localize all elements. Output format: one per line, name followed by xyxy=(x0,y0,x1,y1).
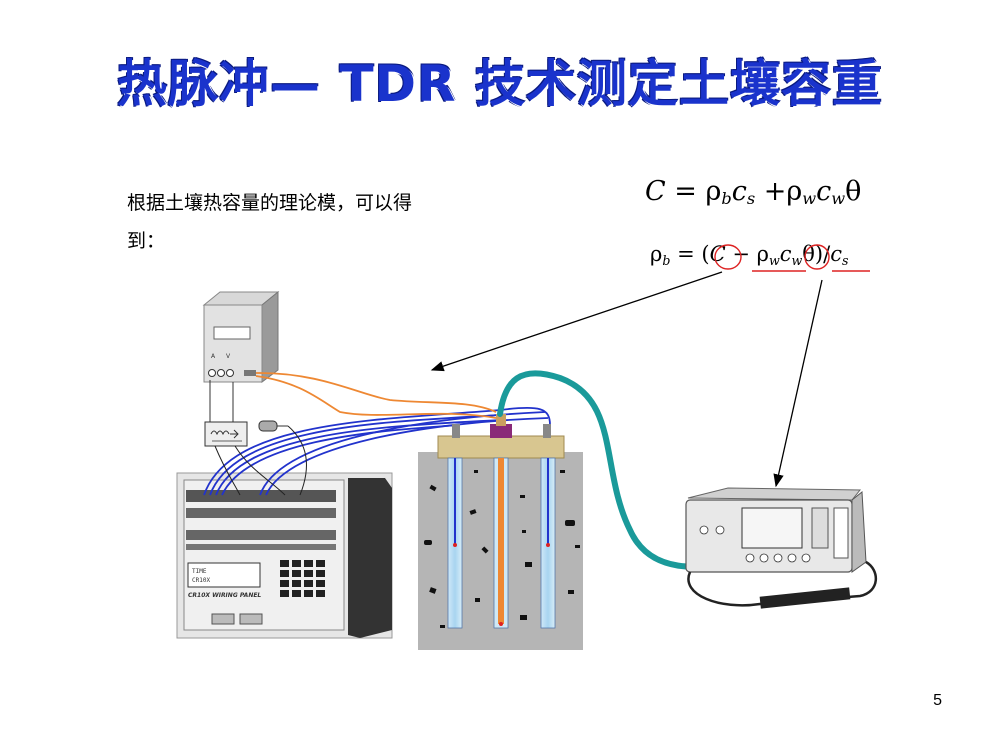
page-number: 5 xyxy=(933,692,942,709)
power-plug xyxy=(244,370,256,376)
wires-black xyxy=(214,425,307,496)
tdr-cable-tester xyxy=(685,487,877,609)
datalogger-keypad xyxy=(280,560,325,597)
tdr-handle xyxy=(687,560,877,607)
equation-bulk-density: ρb = (C − ρwcwθ)/cs xyxy=(650,242,849,268)
wires-orange xyxy=(255,372,497,419)
terminal-strip-4 xyxy=(186,544,336,550)
heater-wire xyxy=(498,458,504,624)
tdr-screen xyxy=(741,507,803,549)
terminal-strip-2 xyxy=(186,508,336,518)
terminal-strip-3 xyxy=(186,530,336,540)
slide-title: 热脉冲— TDR 技术测定土壤容重 xyxy=(117,55,883,113)
arrow-to-tdr xyxy=(773,279,823,488)
equation-highlights xyxy=(714,244,870,272)
coax-cable xyxy=(497,370,748,570)
power-label-v: V xyxy=(226,353,231,360)
highlight-circle-theta xyxy=(804,244,830,270)
body-text-line-1: 根据土壤热容量的理论模，可以得 xyxy=(127,192,413,214)
resistor xyxy=(258,420,278,432)
equation-heat-capacity: C = ρbcs +ρwcwθ xyxy=(645,176,862,208)
highlight-circle-C xyxy=(714,244,742,270)
probe-head-center xyxy=(490,424,512,438)
soil-particles xyxy=(424,470,580,628)
power-display xyxy=(213,326,251,340)
datalogger: TIME CR10X CR10X WIRING PANEL xyxy=(176,472,393,639)
circuit-box xyxy=(204,421,248,447)
svg-text:CR10X: CR10X xyxy=(192,577,210,584)
svg-text:TIME: TIME xyxy=(192,568,207,575)
soil-block xyxy=(418,414,583,650)
power-supply: A V xyxy=(202,290,280,383)
body-text-line-2: 到： xyxy=(127,230,166,252)
datalogger-display xyxy=(187,562,261,588)
datalogger-brand: CR10X WIRING PANEL xyxy=(188,592,261,599)
power-label-a: A xyxy=(211,353,216,360)
arrow-to-heater xyxy=(430,271,723,372)
body-text: 根据土壤热容量的理论模，可以得 到： xyxy=(127,184,547,260)
